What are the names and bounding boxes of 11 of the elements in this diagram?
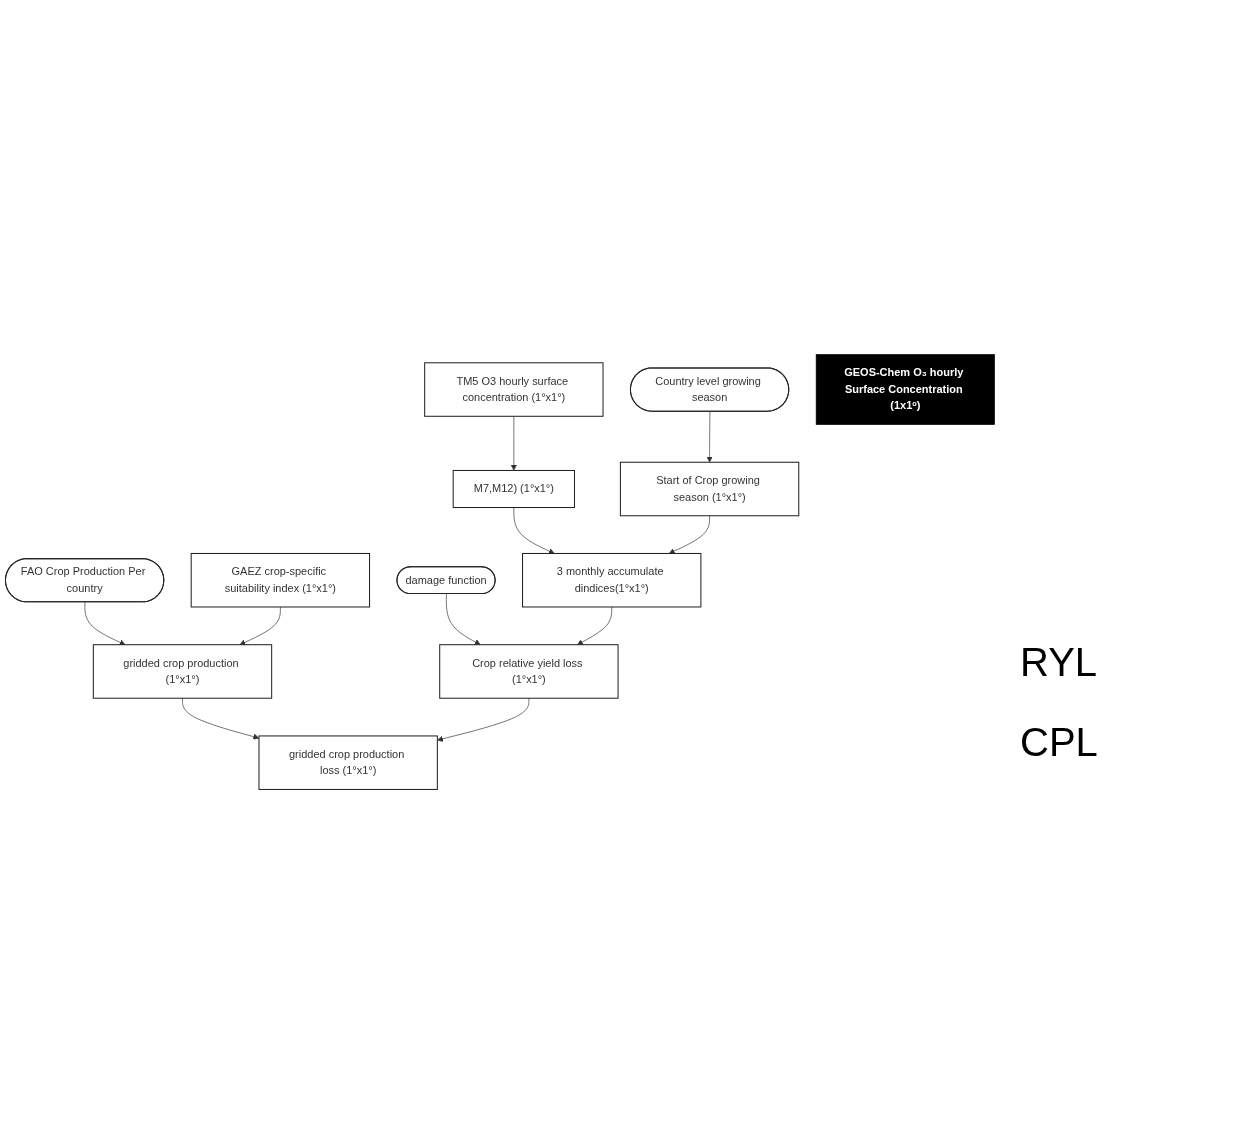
stage-label: CPL (1020, 720, 1098, 765)
stage-label: RYL (1020, 640, 1098, 685)
node-box: M7,M12) (1°x1°) (452, 469, 575, 509)
node-box: Crop relative yield loss (1°x1°) (439, 644, 619, 699)
node-box: GAEZ crop-specific suitability index (1°x1°) (190, 552, 371, 608)
node-box: 3 monthly accumulate dindices(1°x1°) (522, 552, 702, 608)
node-box: TM5 O3 hourly surface concentration (1°x1°) (424, 362, 604, 417)
node-box: GEOS-Chem O₃ hourly Surface Concentration (1x1ᵒ) (815, 354, 995, 425)
node-box: Start of Crop growing season (1°x1°) (619, 461, 800, 517)
node-box: gridded crop production loss (1°x1°) (258, 735, 438, 790)
node-box: gridded crop production (1°x1°) (92, 644, 273, 699)
